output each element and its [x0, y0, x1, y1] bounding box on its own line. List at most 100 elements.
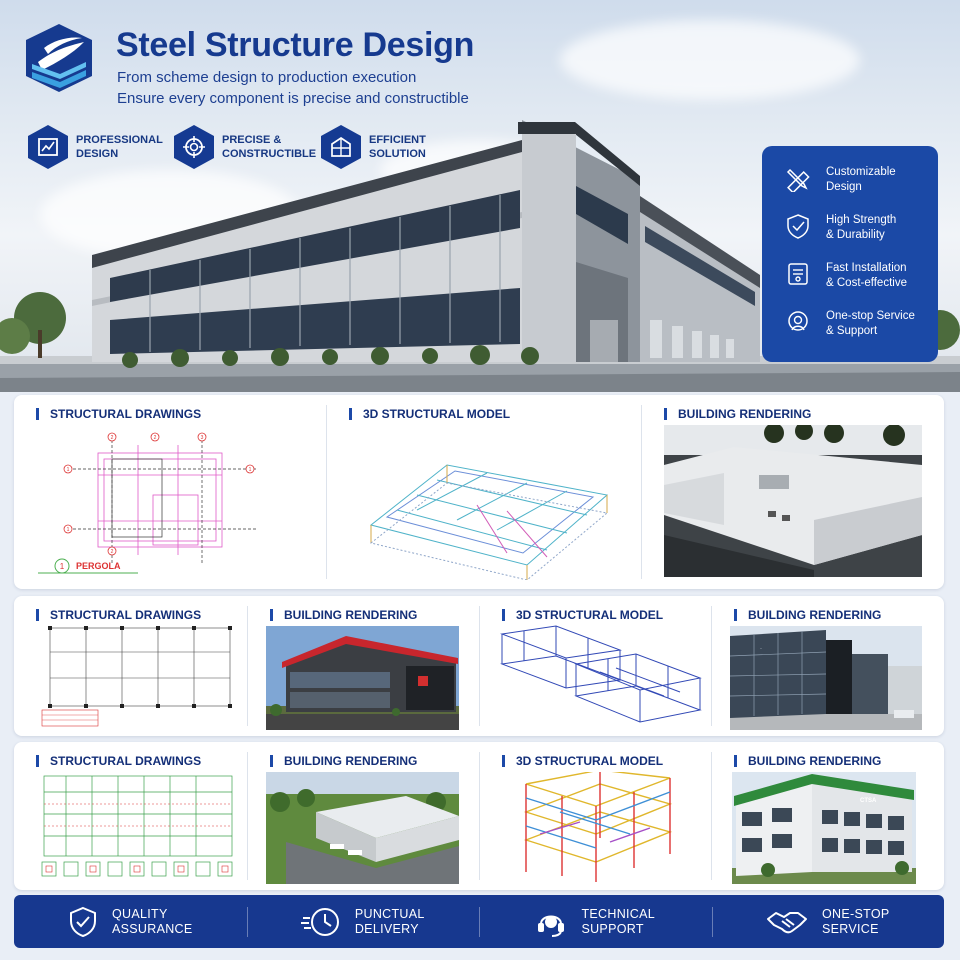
feature-label-line1: PROFESSIONAL — [76, 134, 163, 146]
guarantee-line1: ONE-STOP — [822, 906, 890, 921]
svg-text:2: 2 — [111, 549, 114, 555]
svg-text:2: 2 — [154, 435, 157, 441]
drawing-image[interactable] — [36, 770, 240, 886]
feature-label-line2: DESIGN — [76, 148, 119, 160]
card-title: STRUCTURAL DRAWINGS — [36, 608, 201, 622]
rendering-image[interactable]: · — [730, 626, 922, 730]
support-icon — [788, 311, 808, 331]
headset-icon — [538, 915, 565, 937]
building-sign-text: CTSA — [860, 798, 877, 804]
drawing-image[interactable] — [36, 622, 236, 730]
svg-text:1: 1 — [67, 467, 70, 473]
subtitle-line-2: Ensure every component is precise and co… — [117, 90, 469, 107]
divider — [247, 606, 248, 726]
feature-efficient-solution: EFFICIENT SOLUTION — [321, 125, 464, 169]
card-title: BUILDING RENDERING — [664, 407, 811, 421]
card-structural-drawings: STRUCTURAL DRAWINGS — [14, 395, 326, 589]
benefit-installation: Fast Installation & Cost-effective — [784, 256, 924, 304]
benefit-line2: & Cost-effective — [826, 277, 907, 289]
card-title: 3D STRUCTURAL MODEL — [502, 754, 663, 768]
benefit-line2: & Support — [826, 325, 878, 337]
divider — [641, 405, 642, 579]
benefit-service: One-stop Service & Support — [784, 304, 924, 352]
card-3d-model: 3D STRUCTURAL MODEL — [480, 596, 711, 736]
warehouse-photo — [0, 120, 960, 392]
benefit-line1: Fast Installation — [826, 262, 907, 274]
card-title: BUILDING RENDERING — [734, 608, 881, 622]
subtitle-line-1: From scheme design to production executi… — [117, 69, 417, 86]
feature-label-line2: SOLUTION — [369, 148, 426, 160]
feature-label-line2: CONSTRUCTIBLE — [222, 148, 317, 160]
card-title: 3D STRUCTURAL MODEL — [502, 608, 663, 622]
model-image[interactable] — [357, 425, 617, 580]
drawing-icon — [28, 125, 68, 169]
svg-text:1: 1 — [67, 527, 70, 533]
guarantee-line1: PUNCTUAL — [354, 906, 425, 921]
gallery-row-3: STRUCTURAL DRAWINGS — [14, 742, 944, 890]
card-building-rendering: BUILDING RENDERING — [642, 395, 944, 589]
guarantee-line2: SERVICE — [822, 921, 879, 936]
card-title: 3D STRUCTURAL MODEL — [349, 407, 510, 421]
shield-icon — [787, 214, 809, 239]
divider — [479, 752, 480, 880]
card-title: BUILDING RENDERING — [270, 754, 417, 768]
svg-text:2: 2 — [111, 435, 114, 441]
svg-text:3: 3 — [201, 435, 204, 441]
hero-banner: Steel Structure Design From scheme desig… — [0, 0, 960, 392]
card-3d-model: 3D STRUCTURAL MODEL — [480, 742, 711, 890]
card-title: BUILDING RENDERING — [734, 754, 881, 768]
rendering-image[interactable] — [266, 626, 459, 730]
model-image[interactable] — [520, 772, 680, 886]
card-3d-model: 3D STRUCTURAL MODEL — [327, 395, 641, 589]
structure-icon — [321, 125, 361, 169]
benefit-line1: Customizable — [826, 166, 896, 178]
feature-professional-design: PROFESSIONAL DESIGN — [28, 125, 171, 169]
rendering-image[interactable] — [664, 425, 922, 577]
divider — [326, 405, 327, 579]
guarantee-line2: ASSURANCE — [112, 921, 193, 936]
model-image[interactable] — [496, 624, 706, 730]
company-logo — [26, 24, 92, 92]
gallery-row-2: STRUCTURAL DRAWINGS — [14, 596, 944, 736]
card-building-rendering: BUILDING RENDERING — [248, 742, 479, 890]
card-building-rendering: BUILDING RENDERING · — [712, 596, 944, 736]
benefit-line1: High Strength — [826, 214, 897, 226]
feature-precise-constructible: PRECISE & CONSTRUCTIBLE — [174, 125, 317, 169]
guarantee-line1: QUALITY — [112, 906, 168, 921]
divider — [479, 606, 480, 726]
rendering-image[interactable]: CTSA — [732, 772, 916, 884]
guarantee-line1: TECHNICAL — [581, 906, 656, 921]
feature-label-line1: PRECISE & — [222, 134, 282, 146]
benefit-line2: & Durability — [826, 229, 885, 241]
cloud — [560, 20, 860, 100]
guarantee-line2: SUPPORT — [581, 921, 644, 936]
divider — [711, 606, 712, 726]
divider — [711, 752, 712, 880]
shield-check-icon — [70, 906, 96, 937]
svg-text:1: 1 — [249, 467, 252, 473]
card-title: STRUCTURAL DRAWINGS — [36, 754, 201, 768]
ruler-pencil-icon — [786, 168, 810, 192]
card-building-rendering: BUILDING RENDERING CTSA — [712, 742, 944, 890]
building-sign-text: · — [760, 646, 762, 652]
card-structural-drawings: STRUCTURAL DRAWINGS — [14, 596, 247, 736]
handshake-icon — [767, 911, 808, 933]
clock-icon — [300, 907, 339, 936]
benefit-strength: High Strength & Durability — [784, 208, 924, 256]
card-title: STRUCTURAL DRAWINGS — [36, 407, 201, 421]
rendering-image[interactable] — [266, 772, 459, 884]
benefit-line2: Design — [826, 181, 862, 193]
feature-label-line1: EFFICIENT — [369, 134, 426, 146]
benefit-line1: One-stop Service — [826, 310, 915, 322]
card-structural-drawings: STRUCTURAL DRAWINGS — [14, 742, 247, 890]
page-title: Steel Structure Design — [116, 26, 475, 64]
card-building-rendering: BUILDING RENDERING — [248, 596, 479, 736]
